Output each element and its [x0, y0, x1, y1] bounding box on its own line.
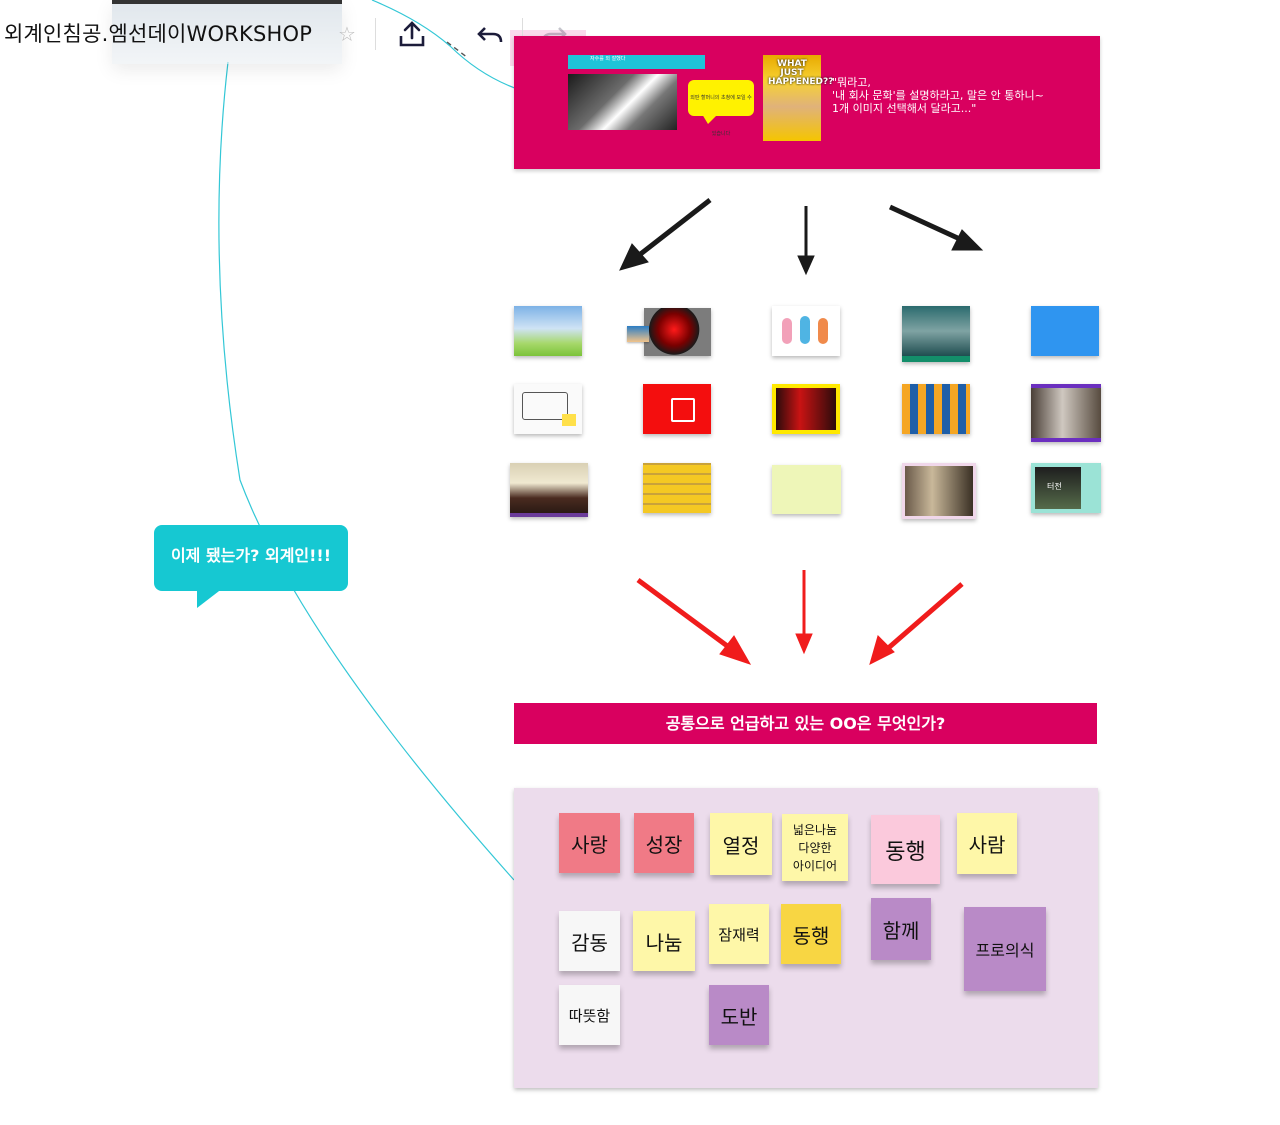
sticky-note[interactable]: 사람: [957, 813, 1017, 874]
sticky-note[interactable]: 따뜻함: [559, 985, 620, 1045]
thumbnail-sketch[interactable]: [514, 384, 582, 434]
star-icon[interactable]: ☆: [338, 22, 356, 46]
thumbnail-coffee-cup[interactable]: [902, 463, 976, 519]
sticky-note[interactable]: 동행: [871, 815, 940, 884]
sticky-note[interactable]: 사랑: [559, 813, 620, 873]
red-arrow-left: [636, 577, 752, 665]
black-arrow-middle: [797, 206, 815, 276]
sketch-note: [562, 414, 576, 426]
thumbnail-yellow-theater[interactable]: [772, 384, 840, 434]
thumbnail-label: 터전: [1047, 482, 1062, 491]
sticky-note[interactable]: 함께: [871, 898, 931, 960]
surprised-face-image[interactable]: [763, 55, 821, 141]
thumbnail-emoji-grid[interactable]: [902, 384, 970, 434]
sticky-note[interactable]: 성장: [634, 813, 694, 873]
thumbnail-sunset-team[interactable]: [510, 463, 588, 517]
alien-image[interactable]: [568, 74, 677, 130]
sticky-note[interactable]: 감동: [559, 911, 620, 971]
terrain-inner: [1035, 467, 1081, 509]
sticky-note[interactable]: 나눔: [633, 911, 695, 971]
thumbnail-sea-creature[interactable]: [902, 306, 970, 362]
sticky-note[interactable]: 넓은나눔 다양한 아이디어: [782, 814, 848, 881]
thumbnail-green-note[interactable]: [772, 465, 841, 514]
black-arrow-left: [619, 198, 712, 271]
sticky-note[interactable]: 잠재력: [709, 904, 769, 964]
sketch-lines: [522, 392, 568, 420]
kid-figure-3: [818, 318, 828, 344]
speech-bubble[interactable]: 이제 됐는가? 외계인!!!: [154, 525, 348, 591]
offscreen-card-edge: [112, 0, 342, 4]
kid-figure-1: [782, 318, 792, 344]
yellow-bubble-tail: [702, 114, 718, 124]
thumbnail-kids-drawing[interactable]: [772, 306, 840, 356]
sticky-note[interactable]: 열정: [710, 813, 772, 875]
thumbnail-red-sphere[interactable]: [644, 308, 711, 356]
toolbar-divider: [375, 18, 376, 50]
quote-text[interactable]: "뭐라고, '내 회사 문화'를 설명하라고, 말은 안 통하니~ 1개 이미지…: [832, 76, 1044, 115]
handshake-sticker[interactable]: [627, 326, 649, 342]
board-title[interactable]: 외계인침공.엠선데이WORKSHOP: [4, 22, 313, 46]
sticky-note[interactable]: 프로의식: [964, 907, 1046, 991]
alien-card-title: 자수를 외 잘했다: [568, 55, 705, 69]
theater-inner: [776, 388, 836, 430]
sticky-note[interactable]: 동행: [781, 904, 841, 964]
upload-icon[interactable]: [398, 20, 426, 48]
thumbnail-rainbow-field[interactable]: [514, 306, 582, 356]
offscreen-card[interactable]: [112, 0, 342, 64]
frame-corners: [671, 398, 695, 422]
thumbnail-yellow-grid[interactable]: [643, 463, 711, 513]
thumbnail-red-frame[interactable]: [643, 384, 711, 434]
thumbnail-blue-square[interactable]: [1031, 306, 1099, 356]
red-arrow-right: [869, 582, 964, 665]
thumbnail-silhouette[interactable]: [1031, 384, 1101, 442]
kid-figure-2: [800, 316, 810, 344]
question-banner[interactable]: 공통으로 언급하고 있는 OO은 무엇인가?: [514, 703, 1097, 744]
toolbar-divider: [522, 18, 523, 50]
yellow-speech-bubble[interactable]: 외딴 할머니의 초청에 모일 수 있습니다: [688, 80, 754, 137]
red-arrow-middle: [795, 570, 813, 655]
face-caption: WHAT JUST HAPPENED??: [768, 59, 834, 87]
thumbnail-terrain[interactable]: 터전: [1031, 463, 1101, 513]
undo-icon[interactable]: [476, 22, 504, 46]
black-arrow-right: [888, 204, 984, 251]
sticky-note[interactable]: 도반: [709, 985, 769, 1045]
board-toolbar: 외계인침공.엠선데이WORKSHOP ☆: [0, 0, 600, 70]
speech-bubble-tail: [197, 588, 223, 608]
